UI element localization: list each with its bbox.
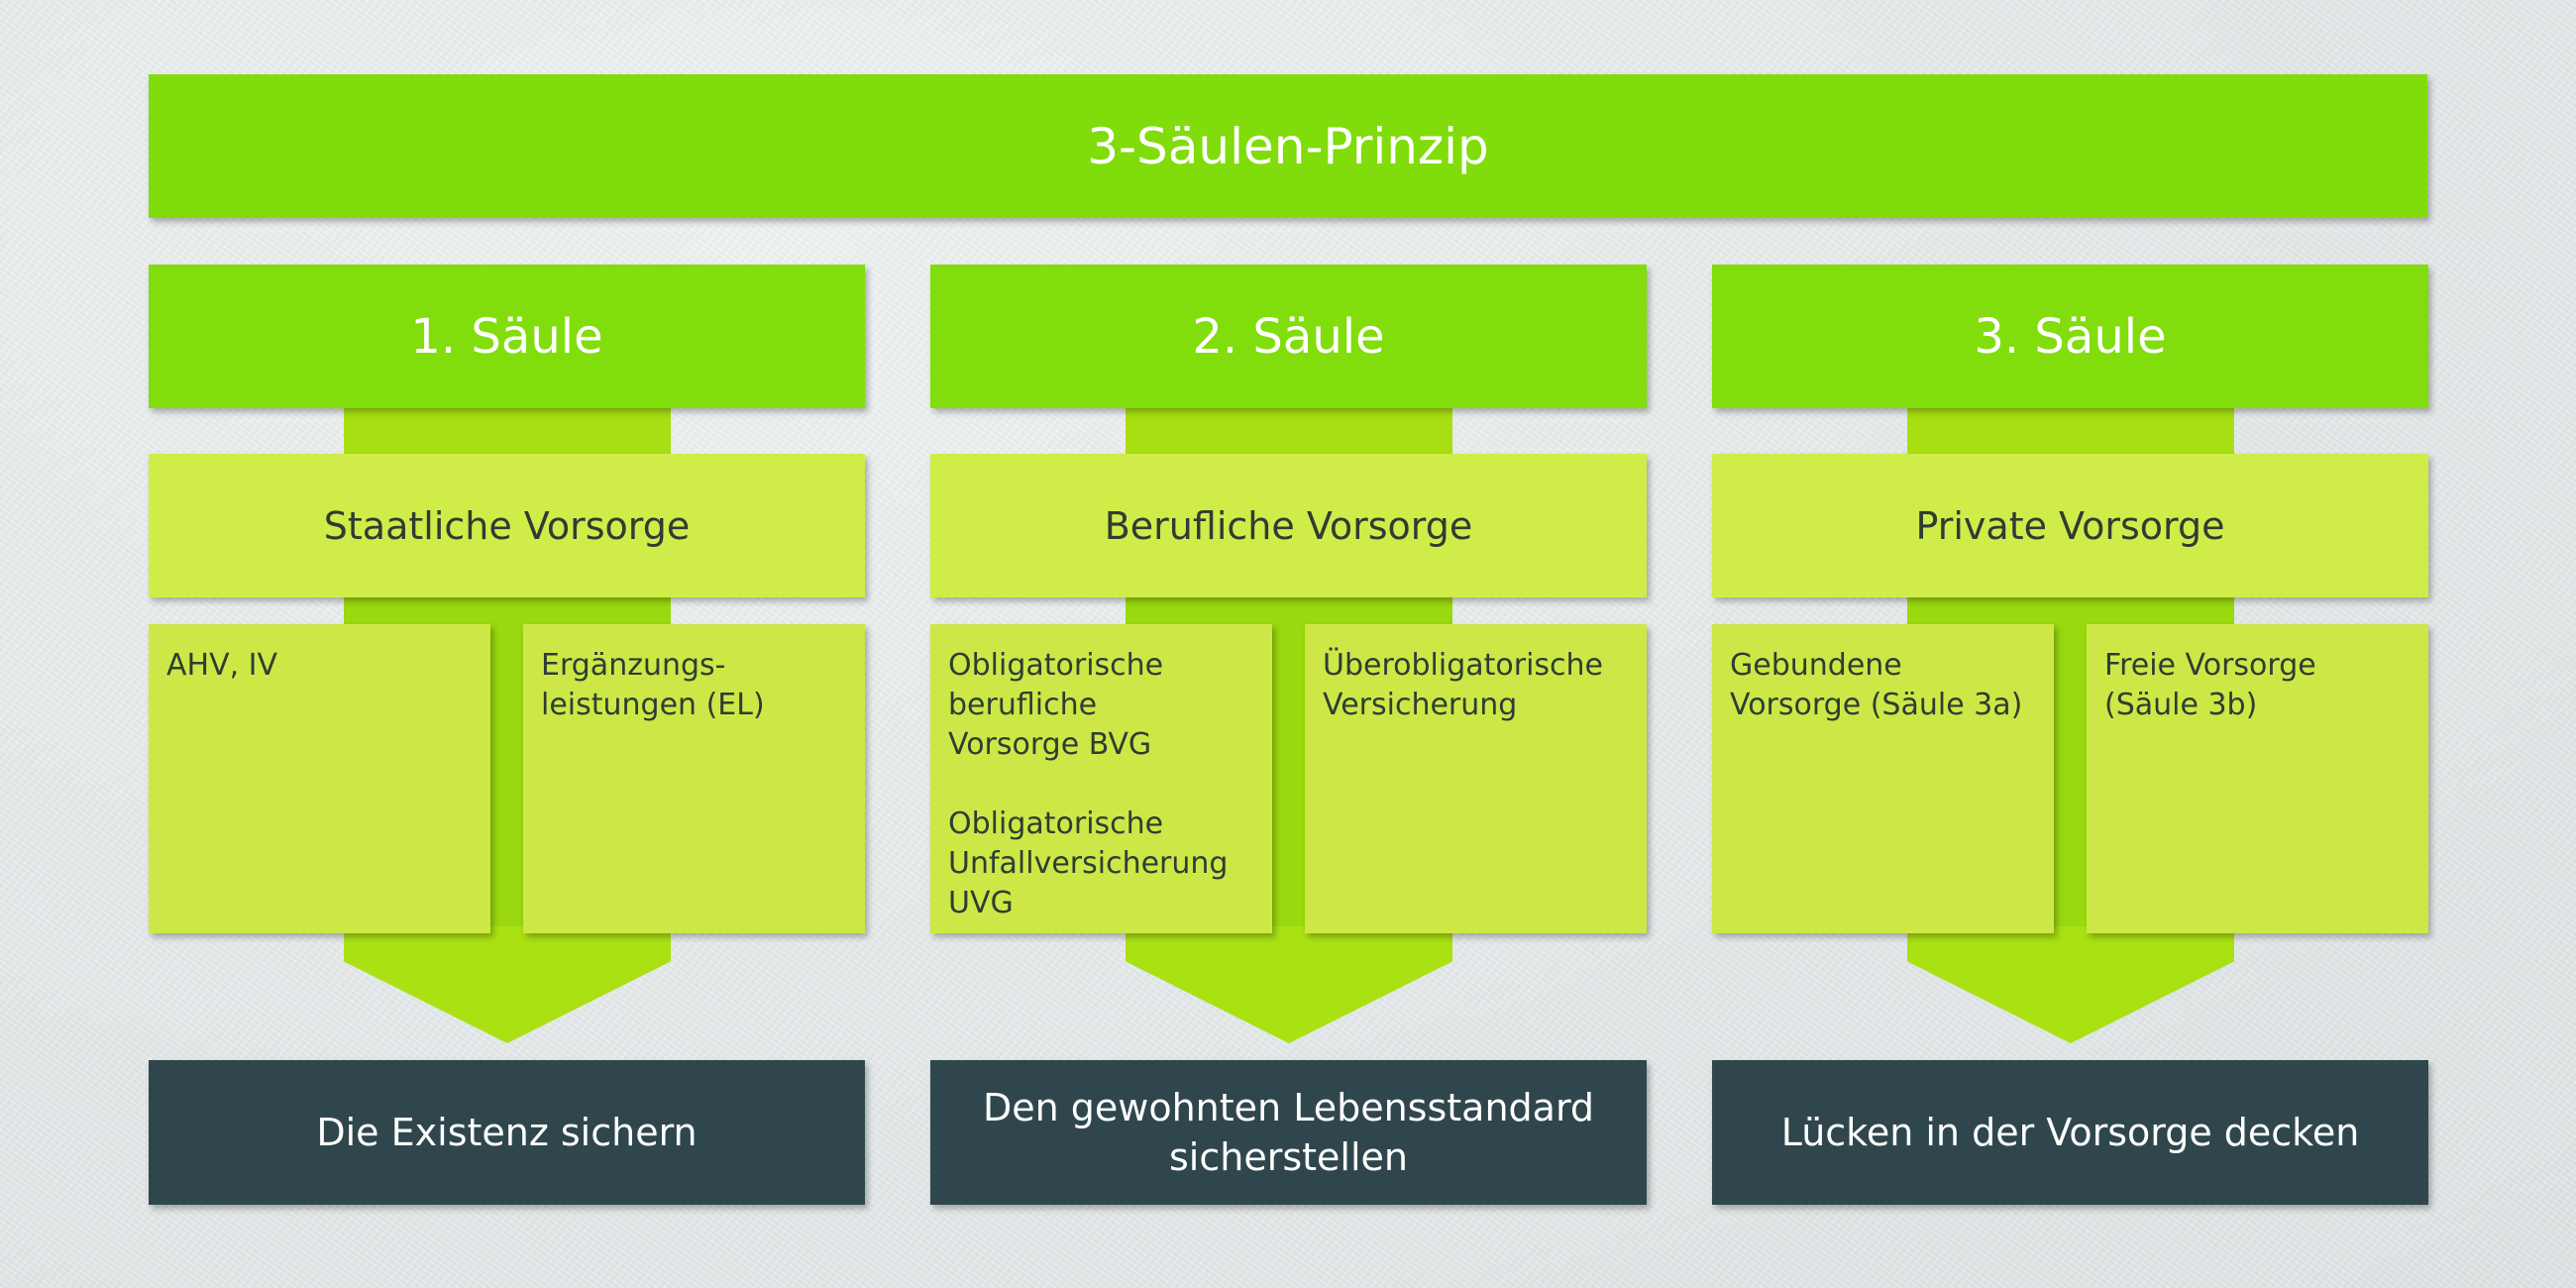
pillar-2-heading: 2. Säule	[930, 265, 1647, 408]
pillar-2-goal: Den gewohnten Lebensstandard sicherstell…	[930, 1060, 1647, 1205]
pillar-3-goal: Lücken in der Vorsorge decken	[1712, 1060, 2428, 1205]
item-text: AHV, IV	[166, 648, 278, 683]
pillar-3-item-saeule-3a: Gebundene Vorsorge (Säule 3a)	[1712, 624, 2054, 933]
item-text: Obligatorische berufliche Vorsorge BVG	[948, 648, 1164, 762]
pillar-1-heading: 1. Säule	[149, 265, 865, 408]
item-text: Freie Vorsorge (Säule 3b)	[2104, 648, 2316, 722]
pillar-2-arrow-down-icon	[1126, 926, 1452, 1043]
pillar-2-item-obligatorisch: Obligatorische berufliche Vorsorge BVG O…	[930, 624, 1272, 933]
pillar-1-item-ahv-iv: AHV, IV	[149, 624, 490, 933]
pillar-3-item-saeule-3b: Freie Vorsorge (Säule 3b)	[2087, 624, 2428, 933]
pillar-3-arrow-down-icon	[1907, 926, 2234, 1043]
pillar-3-heading: 3. Säule	[1712, 265, 2428, 408]
diagram-title: 3-Säulen-Prinzip	[149, 74, 2427, 218]
pillar-3-subheading: Private Vorsorge	[1712, 454, 2428, 597]
pillar-1-item-el: Ergänzungs- leistungen (EL)	[523, 624, 865, 933]
pillar-1-arrow-down-icon	[344, 926, 671, 1043]
item-text: Gebundene Vorsorge (Säule 3a)	[1730, 648, 2023, 722]
item-text: Obligatorische Unfallversicherung UVG	[948, 806, 1229, 920]
item-text: Überobligatorische Versicherung	[1323, 648, 1604, 722]
item-text: Ergänzungs- leistungen (EL)	[541, 648, 765, 722]
pillar-2-subheading: Berufliche Vorsorge	[930, 454, 1647, 597]
pillar-1-goal: Die Existenz sichern	[149, 1060, 865, 1205]
pillar-2-item-ueberobligatorisch: Überobligatorische Versicherung	[1305, 624, 1647, 933]
pillar-1-subheading: Staatliche Vorsorge	[149, 454, 865, 597]
